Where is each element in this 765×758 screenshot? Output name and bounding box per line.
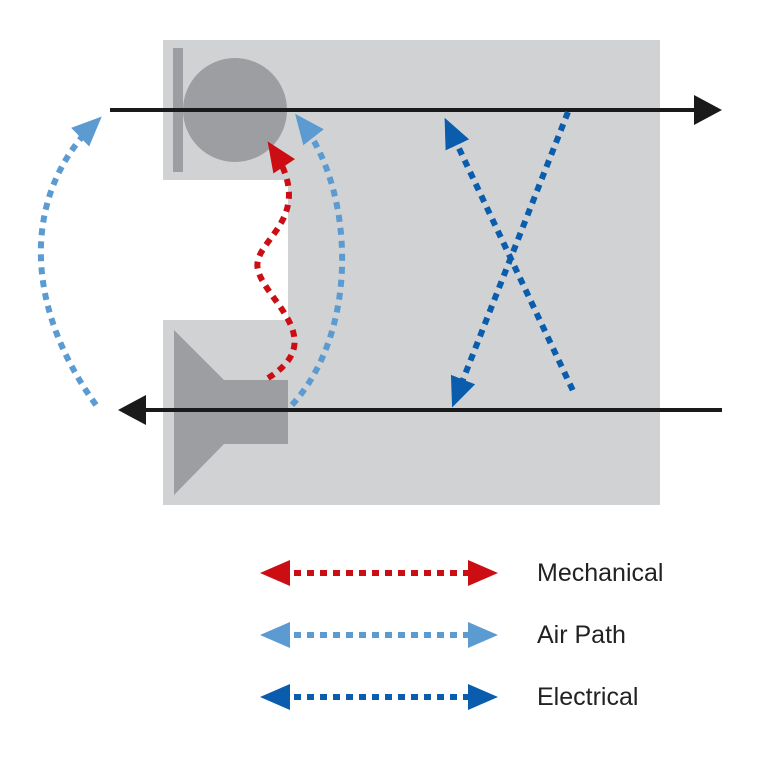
outer-air-path	[37, 116, 102, 407]
signal-lines	[110, 95, 722, 425]
legend-label-electrical: Electrical	[537, 683, 638, 711]
incoming-signal-arrowhead	[118, 395, 146, 425]
housing-main-block	[288, 40, 660, 505]
legend-item-mechanical: Mechanical	[260, 559, 663, 587]
inner-air-path	[289, 113, 346, 408]
legend: Mechanical Air Path Electrical	[260, 559, 663, 711]
legend-item-air-path: Air Path	[260, 621, 626, 649]
outgoing-signal-arrowhead	[694, 95, 722, 125]
speaker-cone	[174, 330, 224, 495]
legend-label-air-path: Air Path	[537, 621, 626, 649]
legend-item-electrical: Electrical	[260, 683, 638, 711]
legend-label-mechanical: Mechanical	[537, 559, 663, 587]
